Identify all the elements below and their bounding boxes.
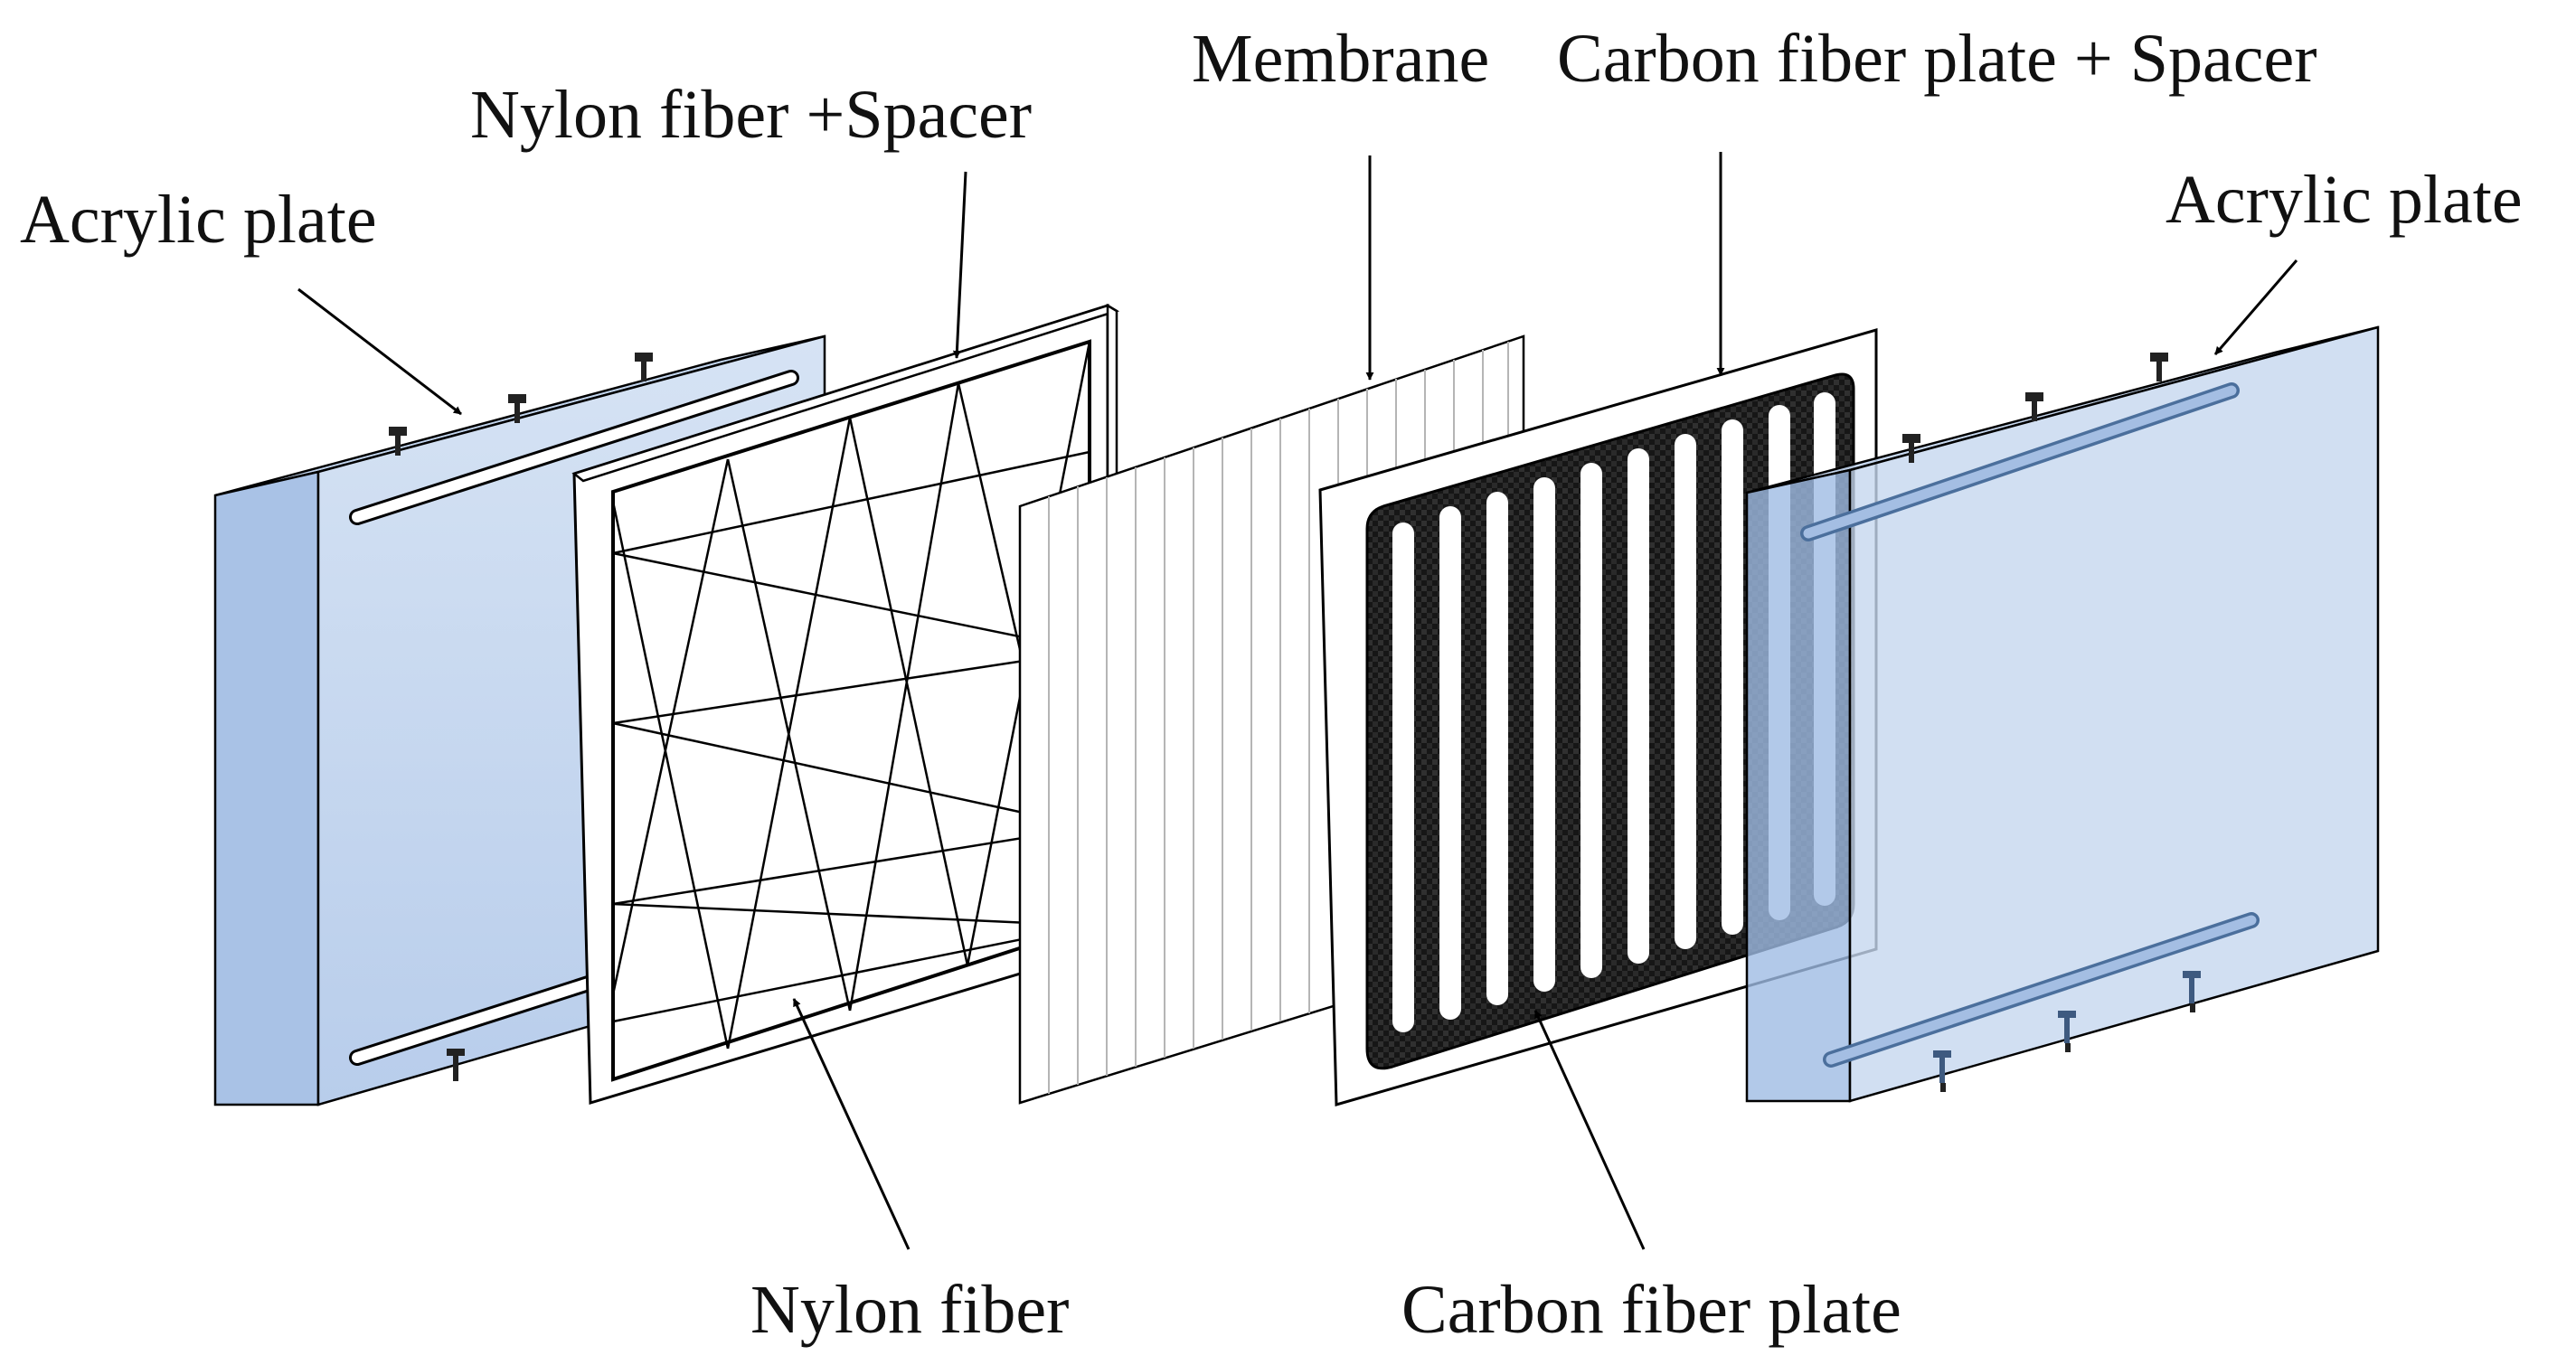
- arrow-carbon-plate: [1533, 1010, 1646, 1250]
- label-nylon-fiber-spacer: Nylon fiber +Spacer: [470, 77, 1032, 153]
- label-nylon-fiber: Nylon fiber: [750, 1272, 1069, 1348]
- acrylic-right-main-face: [1848, 325, 2380, 1103]
- label-acrylic-plate-right: Acrylic plate: [2166, 162, 2523, 238]
- acrylic-left-end-face: [213, 470, 320, 1106]
- arrow-acrylic-left: [297, 287, 462, 416]
- leader-arrows: [297, 152, 2298, 1250]
- label-membrane: Membrane: [1192, 21, 1489, 97]
- arrow-acrylic-right: [2213, 259, 2298, 355]
- labels: Acrylic plate Nylon fiber +Spacer Membra…: [20, 21, 2523, 1348]
- screw-icon: [1933, 971, 2201, 1083]
- acrylic-plate-right: [1745, 325, 2380, 1103]
- label-acrylic-plate-left: Acrylic plate: [20, 182, 377, 258]
- label-carbon-fiber-plate: Carbon fiber plate: [1401, 1272, 1901, 1348]
- label-carbon-fiber-plate-spacer: Carbon fiber plate + Spacer: [1557, 21, 2317, 97]
- arrow-nylon-fiber: [792, 998, 911, 1250]
- screw-icon: [389, 353, 653, 1081]
- nylon-fiber-mesh: [611, 340, 1091, 1050]
- nylon-fiber-spacer: [571, 303, 1120, 1106]
- acrylic-right-end-face: [1745, 468, 1852, 1103]
- arrow-nylon-spacer: [952, 171, 967, 359]
- screw-icon: [1902, 353, 2168, 463]
